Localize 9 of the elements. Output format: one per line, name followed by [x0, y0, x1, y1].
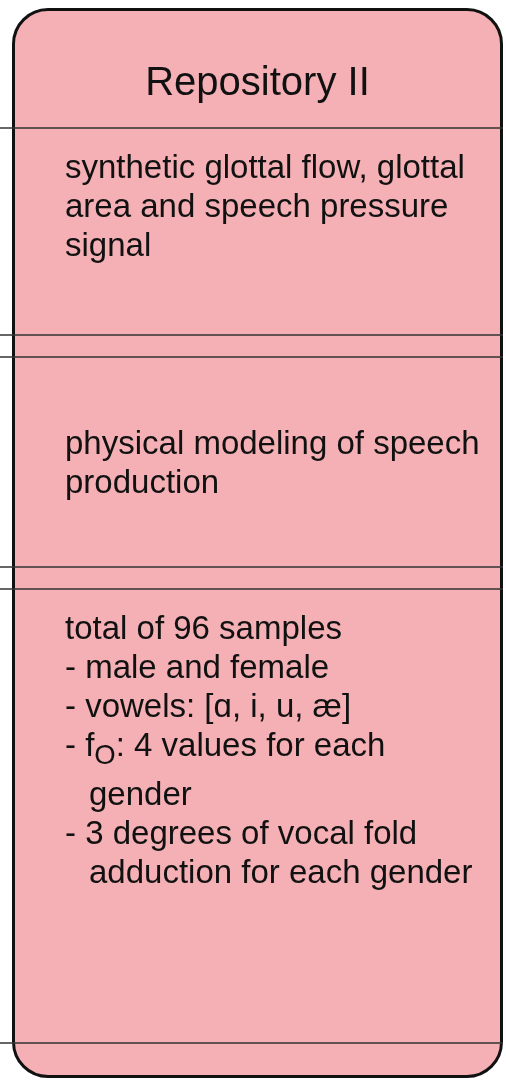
section-text: synthetic glottal flow, glottal area and speech pressure signal [65, 147, 466, 264]
list-item: - 3 degrees of vocal fold adduction for each gender [65, 812, 474, 891]
box-title: Repository II [144, 59, 371, 104]
list-item: - f$_{O}$: 4 values for each gender [65, 725, 387, 813]
list-item: - vowels: [ɑ, i, u, æ] [65, 686, 353, 725]
section-text: physical modeling of speech production [65, 423, 481, 501]
list-item: - male and female [65, 647, 331, 686]
repository-box [12, 8, 503, 1078]
list-item: total of 96 samples [65, 608, 343, 647]
